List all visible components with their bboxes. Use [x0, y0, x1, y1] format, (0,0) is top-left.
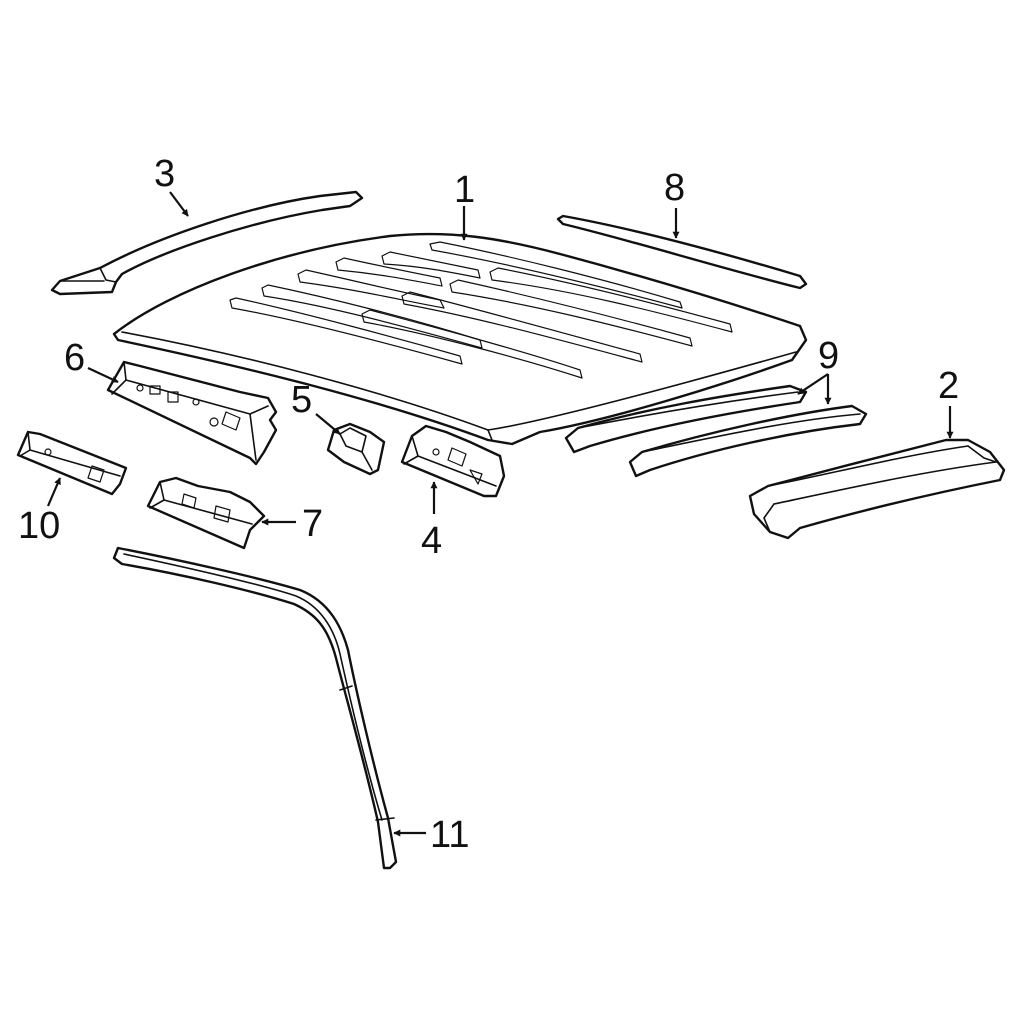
callout-11: 11 [430, 814, 469, 856]
part-1-roof-panel [112, 232, 808, 446]
part-9-crossmembers [564, 384, 868, 478]
roof-panel-ribs [229, 241, 733, 379]
leader-10 [46, 477, 62, 507]
part-3-roof-header [50, 190, 364, 296]
leader-5 [315, 413, 341, 435]
callout-6: 6 [64, 337, 85, 379]
callout-8: 8 [664, 167, 685, 209]
callout-labels: 1 2 3 4 5 6 7 8 9 10 11 [18, 153, 959, 856]
part-10-bracket [16, 430, 128, 496]
part-8-side-strip [556, 214, 808, 290]
callout-3: 3 [154, 153, 175, 195]
part-11-weatherstrip [112, 546, 398, 870]
leader-9a [797, 373, 829, 395]
callout-10: 10 [18, 505, 60, 547]
part-2-roof-bow [748, 438, 1006, 540]
callout-5: 5 [291, 379, 312, 421]
callout-9: 9 [818, 335, 839, 377]
part-6-rail-bracket [106, 360, 278, 466]
part-4-bracket [400, 424, 506, 498]
leader-lines [46, 191, 954, 837]
callout-1: 1 [454, 169, 475, 211]
callout-4: 4 [421, 520, 442, 562]
part-7-bracket [146, 476, 266, 550]
leader-6 [87, 367, 119, 383]
leader-3 [169, 191, 189, 217]
callout-2: 2 [938, 365, 959, 407]
callout-7: 7 [302, 503, 323, 545]
